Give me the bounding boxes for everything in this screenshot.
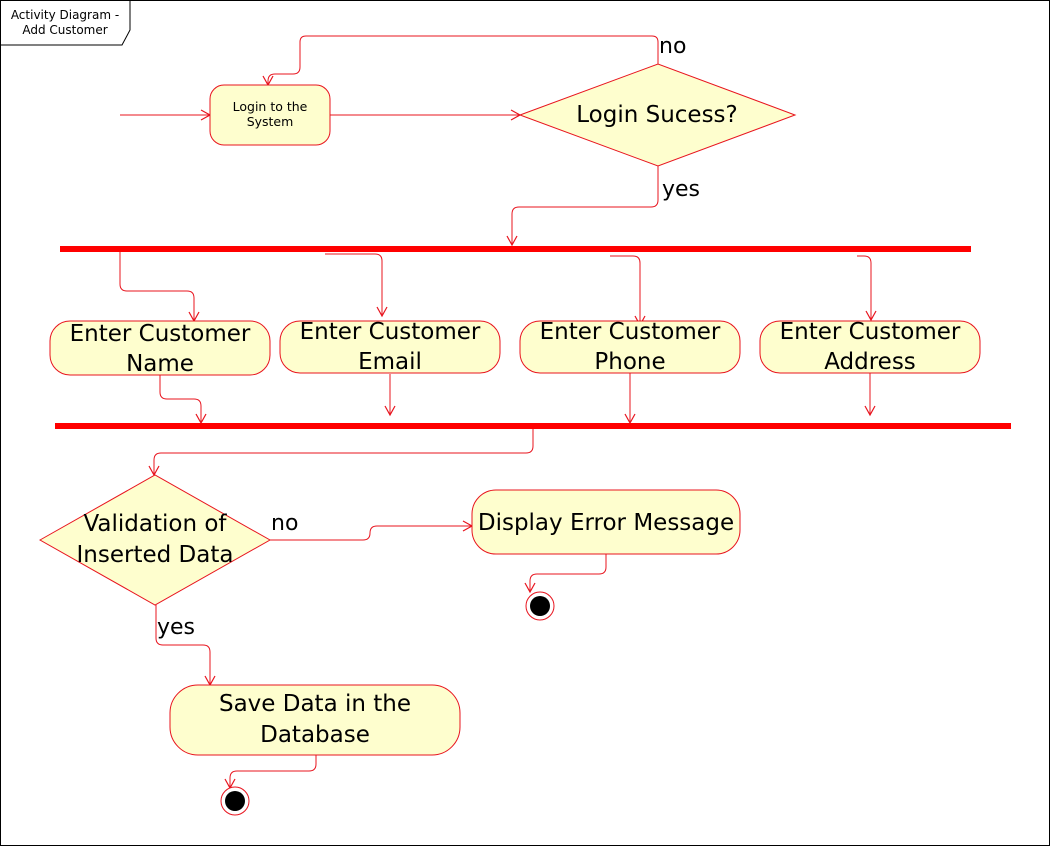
edge-name-to-join bbox=[159, 375, 207, 425]
guard-login-no: no bbox=[659, 34, 686, 59]
validation-label-line2: Inserted Data bbox=[77, 542, 234, 568]
enter-phone-label-line1: Enter Customer bbox=[540, 319, 721, 345]
validation-label-line1: Validation of bbox=[83, 511, 227, 537]
enter-name-label-line2: Name bbox=[126, 351, 194, 377]
enter-address-label-line2: Address bbox=[824, 349, 916, 375]
node-validation-decision: Validation of Inserted Data bbox=[38, 474, 272, 606]
edge-validation-no-to-error bbox=[270, 520, 474, 541]
edge-join-to-validation bbox=[148, 429, 534, 477]
enter-phone-label-line2: Phone bbox=[594, 349, 665, 375]
frame-title-line2: Add Customer bbox=[22, 23, 107, 37]
save-data-label-line1: Save Data in the bbox=[219, 691, 411, 717]
edge-fork-to-address bbox=[857, 255, 877, 322]
edge-login-no-loop bbox=[262, 35, 659, 87]
node-enter-phone: Enter Customer Phone bbox=[519, 319, 741, 375]
node-login-decision: Login Sucess? bbox=[518, 63, 797, 167]
enter-name-label-line1: Enter Customer bbox=[70, 321, 251, 347]
edge-error-to-final bbox=[524, 554, 607, 594]
edges bbox=[119, 35, 877, 790]
login-label-line2: System bbox=[247, 114, 294, 129]
guard-validation-yes: yes bbox=[157, 615, 195, 640]
save-data-label-line2: Database bbox=[260, 722, 370, 748]
enter-email-label-line2: Email bbox=[358, 349, 422, 375]
frame-title-line1: Activity Diagram - bbox=[11, 8, 119, 22]
login-label-line1: Login to the bbox=[233, 99, 308, 114]
edge-fork-to-email bbox=[325, 253, 388, 318]
fork-bar bbox=[60, 246, 971, 252]
display-error-label: Display Error Message bbox=[478, 510, 734, 536]
edge-fork-to-name bbox=[119, 252, 200, 323]
guard-login-yes: yes bbox=[662, 177, 700, 202]
node-save-data: Save Data in the Database bbox=[169, 684, 461, 756]
node-enter-name: Enter Customer Name bbox=[49, 320, 271, 377]
node-enter-email: Enter Customer Email bbox=[279, 319, 501, 375]
enter-address-label-line1: Enter Customer bbox=[780, 319, 961, 345]
edge-validation-yes-to-save bbox=[155, 605, 216, 687]
edge-login-yes-to-fork bbox=[506, 166, 659, 247]
final-node-save bbox=[220, 786, 250, 816]
edge-save-to-final bbox=[224, 755, 317, 790]
node-enter-address: Enter Customer Address bbox=[759, 319, 981, 375]
edge-fork-to-phone bbox=[610, 255, 646, 327]
node-login: Login to the System bbox=[209, 84, 331, 146]
login-decision-label: Login Sucess? bbox=[576, 102, 738, 128]
node-display-error: Display Error Message bbox=[471, 489, 741, 555]
final-node-error bbox=[525, 591, 555, 621]
frame-title-tab bbox=[0, 0, 131, 46]
guard-validation-no: no bbox=[271, 511, 298, 536]
enter-email-label-line1: Enter Customer bbox=[300, 319, 481, 345]
join-bar bbox=[55, 423, 1011, 429]
